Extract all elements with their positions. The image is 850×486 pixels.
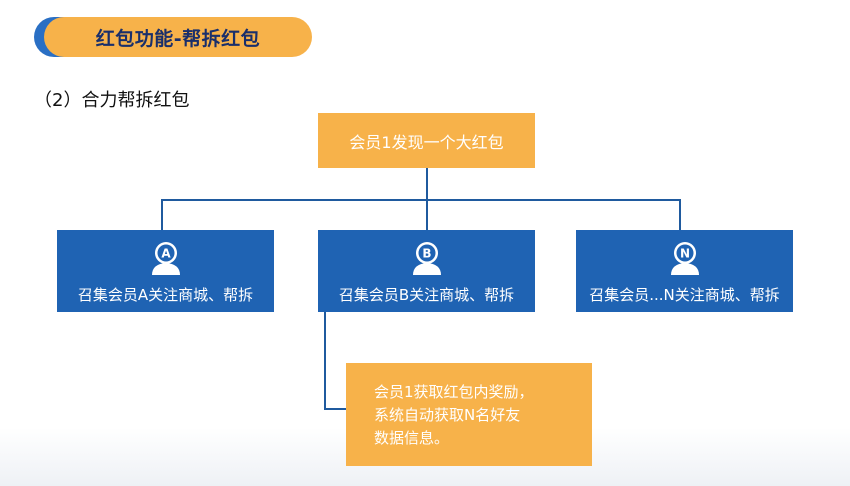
top-node: 会员1发现一个大红包 [318,113,535,168]
avatar-badge: B [422,247,431,261]
member-node-b: B 召集会员B关注商城、帮拆 [318,230,535,312]
member-node-a: A 召集会员A关注商城、帮拆 [57,230,274,312]
page-title: 红包功能-帮拆红包 [44,17,312,57]
member-node-n: N 召集会员...N关注商城、帮拆 [576,230,793,312]
member-label: 召集会员B关注商城、帮拆 [338,286,515,304]
result-line: 会员1获取红包内奖励， [374,383,534,401]
avatar-badge: A [161,247,171,261]
connector-horizontal [161,199,681,201]
avatar-badge: N [679,247,689,261]
user-avatar-icon: A [151,242,180,275]
result-node: 会员1获取红包内奖励， 系统自动获取N名好友 数据信息。 [346,363,592,466]
member-label: 召集会员...N关注商城、帮拆 [589,286,780,304]
connector-drop-a [161,199,163,230]
connector-drop-b [426,199,428,230]
connector-b-down [324,312,326,410]
member-label: 召集会员A关注商城、帮拆 [77,286,254,304]
connector-to-result [324,408,346,410]
user-avatar-icon: B [412,242,441,275]
result-line: 系统自动获取N名好友 [374,406,521,424]
section-subtitle: （2）合力帮拆红包 [34,90,190,111]
result-line: 数据信息。 [374,429,450,447]
connector-top-vertical [426,168,428,200]
user-avatar-icon: N [670,242,699,275]
title-banner: 红包功能-帮拆红包 [34,17,312,57]
connector-drop-n [679,199,681,230]
